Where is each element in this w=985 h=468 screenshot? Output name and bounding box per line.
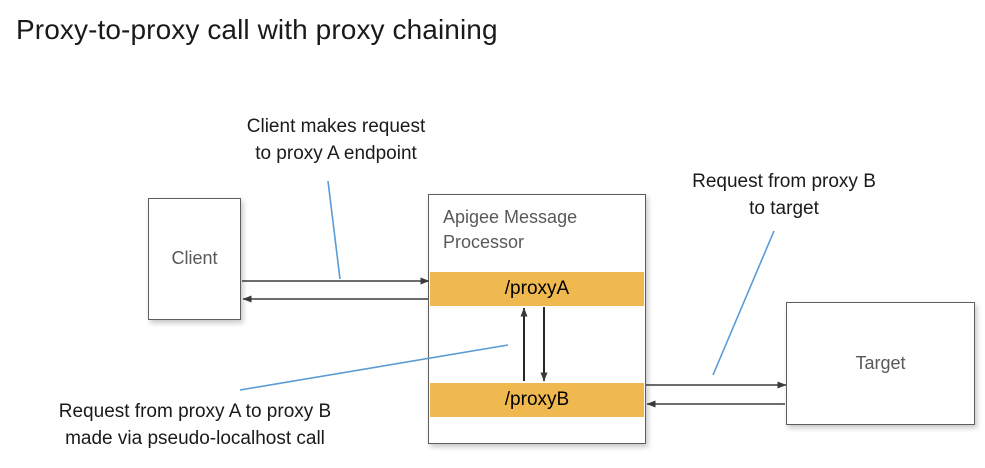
client-node-label: Client bbox=[171, 248, 218, 268]
annotation-client-request: Client makes request to proxy A endpoint bbox=[246, 116, 426, 164]
message-processor-label: Apigee Message Processor bbox=[443, 207, 578, 252]
proxy-a-band: /proxyA bbox=[430, 272, 644, 306]
target-node bbox=[786, 302, 975, 425]
annotation-proxy-chain: Request from proxy A to proxy B made via… bbox=[58, 401, 332, 449]
leader-line-client-annotation bbox=[327, 180, 341, 280]
proxy-b-band: /proxyB bbox=[430, 383, 644, 417]
target-node-label: Target bbox=[855, 353, 906, 373]
annotation-target-request: Request from proxy B to target bbox=[692, 171, 876, 219]
page-title: Proxy-to-proxy call with proxy chaining bbox=[16, 14, 498, 45]
leader-line-target-annotation bbox=[712, 230, 775, 376]
client-node bbox=[148, 198, 241, 320]
